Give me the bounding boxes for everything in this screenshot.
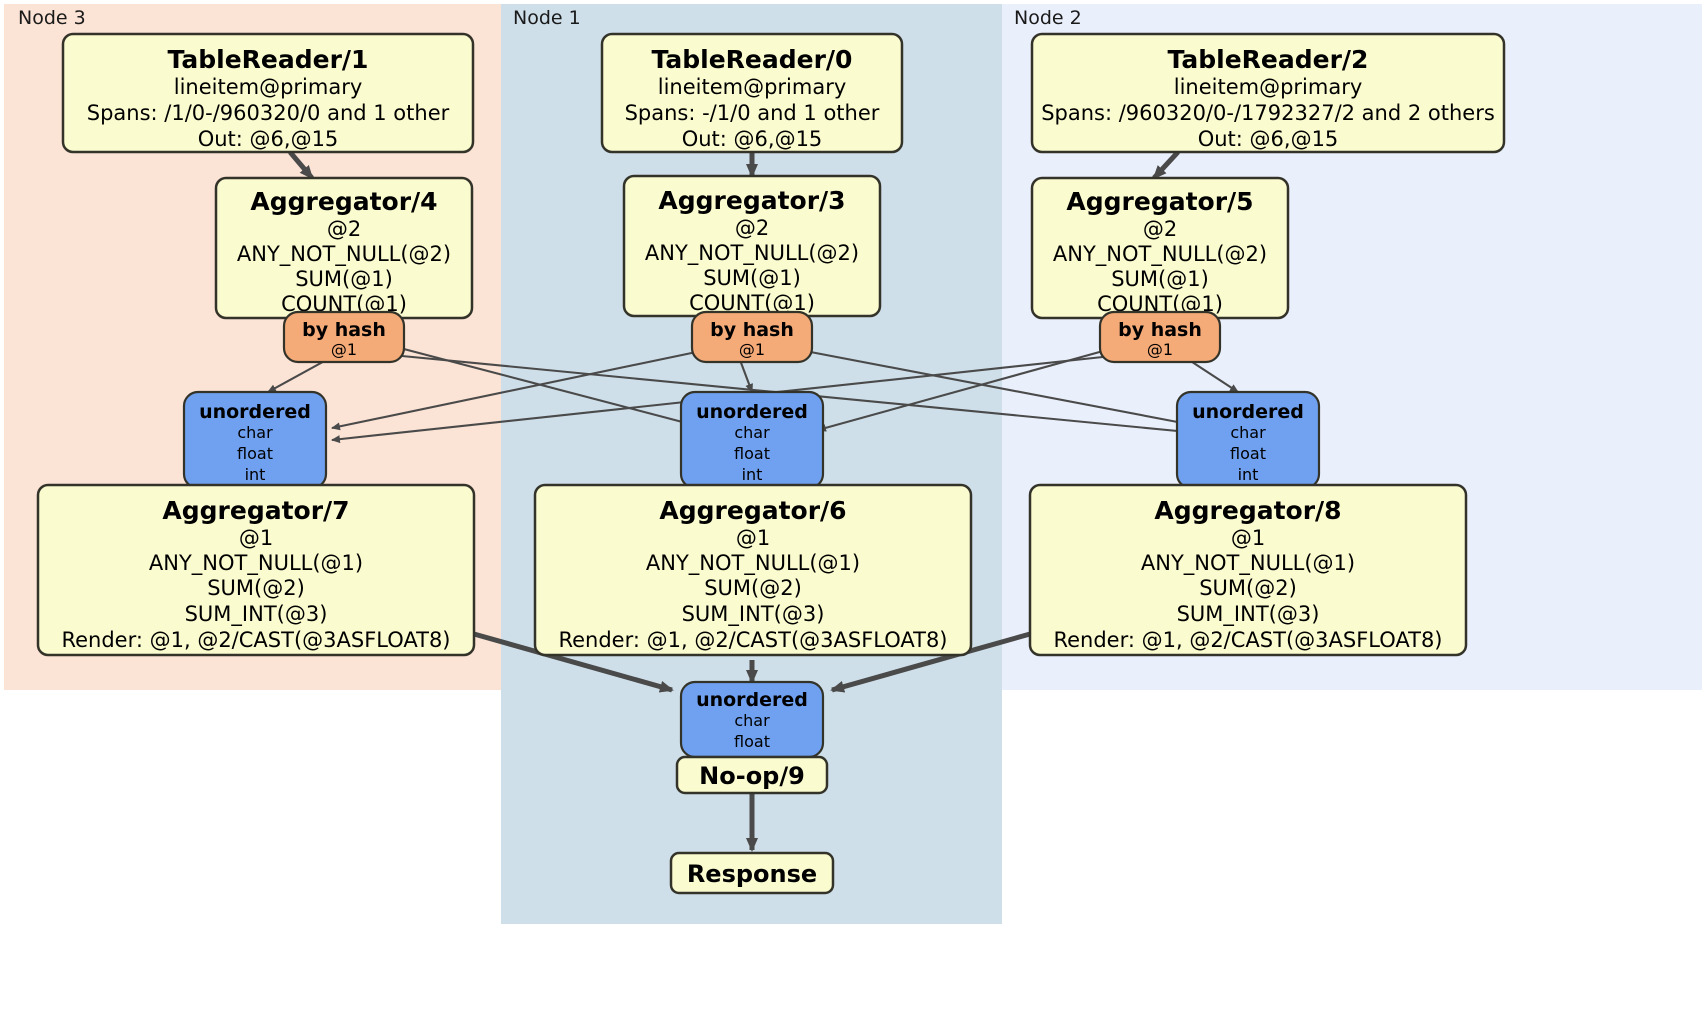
processor-line: lineitem@primary — [174, 75, 363, 99]
processor-line: ANY_NOT_NULL(@2) — [645, 241, 859, 266]
processor-line: ANY_NOT_NULL(@2) — [237, 242, 451, 267]
router-line: float — [237, 444, 273, 463]
processor-line: lineitem@primary — [1174, 75, 1363, 99]
processor-title: Aggregator/8 — [1154, 496, 1341, 525]
processor-line: @1 — [239, 526, 273, 550]
processor-title: TableReader/1 — [168, 45, 369, 74]
processor-aggregator-6[interactable]: Aggregator/6 @1 ANY_NOT_NULL(@1) SUM(@2)… — [533, 483, 973, 657]
router-title: by hash — [710, 319, 794, 341]
processor-line: SUM_INT(@3) — [1177, 602, 1320, 627]
processor-line: SUM_INT(@3) — [185, 602, 328, 627]
router-line: char — [237, 423, 273, 442]
router-line: int — [742, 465, 763, 484]
processor-aggregator-8[interactable]: Aggregator/8 @1 ANY_NOT_NULL(@1) SUM(@2)… — [1028, 483, 1468, 657]
router-title: unordered — [1192, 401, 1304, 423]
processor-title: No-op/9 — [699, 762, 805, 790]
processor-line: @2 — [735, 216, 769, 240]
processor-line: Spans: /960320/0-/1792327/2 and 2 others — [1041, 101, 1495, 125]
router-line: char — [1230, 423, 1266, 442]
processor-line: SUM(@2) — [207, 576, 305, 600]
processor-line: @1 — [1231, 526, 1265, 550]
router-title: by hash — [1118, 319, 1202, 341]
processor-line: SUM(@2) — [1199, 576, 1297, 600]
router-by-hash-node3[interactable]: by hash @1 — [282, 310, 406, 364]
processor-line: ANY_NOT_NULL(@1) — [646, 551, 860, 576]
processor-line: ANY_NOT_NULL(@1) — [1141, 551, 1355, 576]
processor-line: SUM(@1) — [703, 266, 801, 290]
processor-aggregator-5[interactable]: Aggregator/5 @2 ANY_NOT_NULL(@2) SUM(@1)… — [1030, 176, 1290, 320]
router-line: float — [1230, 444, 1266, 463]
router-line: @1 — [331, 340, 357, 359]
router-title: unordered — [696, 401, 808, 423]
processor-line: @2 — [1143, 217, 1177, 241]
processor-title: Aggregator/4 — [250, 187, 437, 216]
processor-line: ANY_NOT_NULL(@2) — [1053, 242, 1267, 267]
processor-line: Out: @6,@15 — [682, 127, 823, 151]
router-unordered-node1[interactable]: unordered char float int — [679, 390, 825, 490]
panel-node-1-label: Node 1 — [513, 7, 581, 29]
processor-line: @2 — [327, 217, 361, 241]
router-line: int — [1238, 465, 1259, 484]
processor-line: Out: @6,@15 — [1198, 127, 1339, 151]
processor-line: Spans: -/1/0 and 1 other — [625, 101, 880, 125]
plan-flow-edges — [288, 150, 1180, 852]
router-by-hash-node1[interactable]: by hash @1 — [690, 310, 814, 364]
processor-table-reader-1[interactable]: TableReader/1 lineitem@primary Spans: /1… — [61, 32, 475, 154]
processor-line: lineitem@primary — [658, 75, 847, 99]
router-title: by hash — [302, 319, 386, 341]
processor-line: SUM(@1) — [1111, 267, 1209, 291]
processor-aggregator-4[interactable]: Aggregator/4 @2 ANY_NOT_NULL(@2) SUM(@1)… — [214, 176, 474, 320]
processor-title: Aggregator/3 — [658, 186, 845, 215]
processor-title: TableReader/2 — [1168, 45, 1369, 74]
processor-line: Out: @6,@15 — [198, 127, 339, 151]
processor-title: Aggregator/7 — [162, 496, 349, 525]
processor-line: Render: @1, @2/CAST(@3ASFLOAT8) — [61, 628, 450, 652]
processor-line: @1 — [736, 526, 770, 550]
router-title: unordered — [199, 401, 311, 423]
panel-node-2-label: Node 2 — [1014, 7, 1082, 29]
processor-aggregator-7[interactable]: Aggregator/7 @1 ANY_NOT_NULL(@1) SUM(@2)… — [36, 483, 476, 657]
router-line: float — [734, 444, 770, 463]
panel-node-3-label: Node 3 — [18, 7, 86, 29]
router-line: int — [245, 465, 266, 484]
processor-title: Aggregator/6 — [659, 496, 846, 525]
router-line: char — [734, 423, 770, 442]
router-line: char — [734, 711, 770, 730]
processor-line: ANY_NOT_NULL(@1) — [149, 551, 363, 576]
router-line: @1 — [1147, 340, 1173, 359]
processor-aggregator-3[interactable]: Aggregator/3 @2 ANY_NOT_NULL(@2) SUM(@1)… — [622, 174, 882, 318]
processor-line: Render: @1, @2/CAST(@3ASFLOAT8) — [1053, 628, 1442, 652]
processor-line: SUM_INT(@3) — [682, 602, 825, 627]
router-unordered-final[interactable]: unordered char float — [679, 680, 825, 759]
router-title: unordered — [696, 689, 808, 711]
processor-table-reader-2[interactable]: TableReader/2 lineitem@primary Spans: /9… — [1030, 32, 1506, 154]
processor-no-op-9[interactable]: No-op/9 — [675, 755, 829, 795]
router-unordered-node3[interactable]: unordered char float int — [182, 390, 328, 490]
processor-table-reader-0[interactable]: TableReader/0 lineitem@primary Spans: -/… — [600, 32, 904, 154]
processor-line: Render: @1, @2/CAST(@3ASFLOAT8) — [558, 628, 947, 652]
processor-title: Aggregator/5 — [1066, 187, 1253, 216]
processor-line: SUM(@1) — [295, 267, 393, 291]
processor-title: TableReader/0 — [652, 45, 853, 74]
router-line: float — [734, 732, 770, 751]
processor-title: Response — [687, 860, 817, 888]
router-line: @1 — [739, 340, 765, 359]
router-unordered-node2[interactable]: unordered char float int — [1175, 390, 1321, 490]
processor-response[interactable]: Response — [669, 851, 835, 895]
processor-line: Spans: /1/0-/960320/0 and 1 other — [87, 101, 450, 125]
router-by-hash-node2[interactable]: by hash @1 — [1098, 310, 1222, 364]
processor-line: SUM(@2) — [704, 576, 802, 600]
